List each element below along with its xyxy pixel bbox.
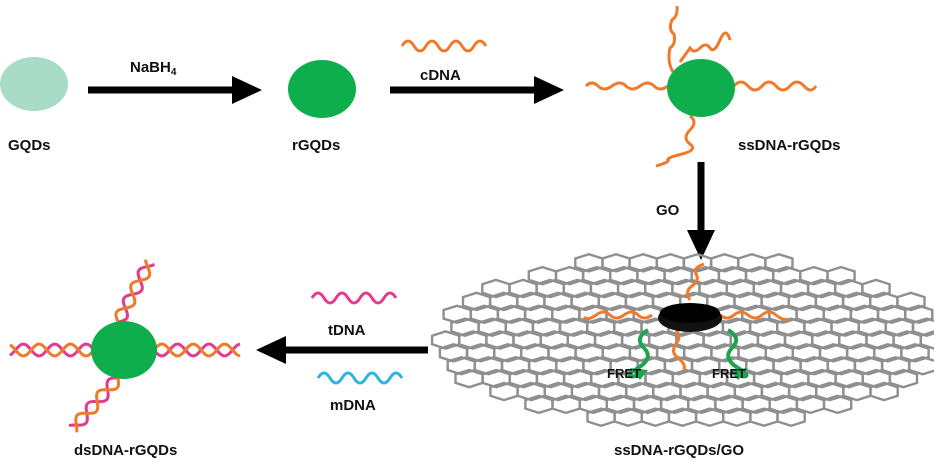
graphene-ring [764, 252, 794, 273]
dsdna-rgqd [9, 259, 241, 433]
cdna-strand-reagent [400, 39, 488, 53]
graphene-ring [896, 291, 926, 312]
fret-arrowhead-left [630, 368, 648, 380]
graphene-oxide-sheet [430, 252, 934, 428]
fret-arrow-left [627, 328, 650, 379]
gqd-dot [0, 57, 68, 111]
arrow-cdna [390, 76, 564, 104]
fret-label-left: FRET [607, 366, 641, 381]
mdna-strand-reagent [316, 371, 404, 385]
dsdna-rgqds-label: dsDNA-rGQDs [74, 442, 177, 459]
graphene-ring [869, 381, 899, 402]
graphene-ring [908, 355, 934, 376]
fret-label-right: FRET [712, 366, 746, 381]
fret-arrowhead-right [730, 368, 748, 380]
gqds-label: GQDs [8, 137, 51, 154]
arrow-nabh4 [88, 76, 262, 104]
mdna-label: mDNA [330, 397, 376, 414]
arrow-hybridization [256, 336, 428, 364]
graphene-ring [776, 407, 806, 428]
graphene-ring [911, 317, 934, 337]
rgqds-label: rGQDs [292, 137, 340, 154]
dsdna-helix-right [152, 342, 241, 358]
graphene-ring [900, 343, 930, 363]
cdna-label: cDNA [420, 67, 461, 84]
graphene-ring [888, 368, 919, 389]
dsdna-helix-left [9, 342, 96, 358]
ssdna-rgqd [584, 5, 818, 168]
graphene-ring [904, 304, 934, 325]
ssdna-rgqd-on-go [582, 262, 789, 371]
rgqd-dot [288, 60, 356, 118]
dsdna-helix-top [114, 259, 152, 323]
dsdna-helix-bottom [74, 377, 121, 433]
rgqd-core [91, 321, 157, 379]
ssdna-rgqds-label: ssDNA-rGQDs [738, 137, 841, 154]
tdna-label: tDNA [328, 322, 366, 339]
graphene-ring [861, 278, 891, 299]
go-label: GO [656, 202, 680, 219]
dsdna-helix-right [152, 342, 241, 358]
graphene-ring [919, 330, 934, 350]
dsdna-helix-top [117, 263, 156, 324]
nabh4-label: NaBH4 [130, 59, 177, 78]
fret-arrow-right [726, 328, 749, 379]
graphene-ring [826, 265, 856, 286]
dsdna-helix-bottom [68, 376, 119, 427]
tdna-strand-reagent [310, 291, 398, 305]
dsdna-helix-left [9, 342, 96, 358]
arrow-go [687, 162, 715, 260]
graphene-ring [822, 394, 853, 415]
ssdna-rgqds-go-label: ssDNA-rGQDs/GO [614, 442, 744, 459]
